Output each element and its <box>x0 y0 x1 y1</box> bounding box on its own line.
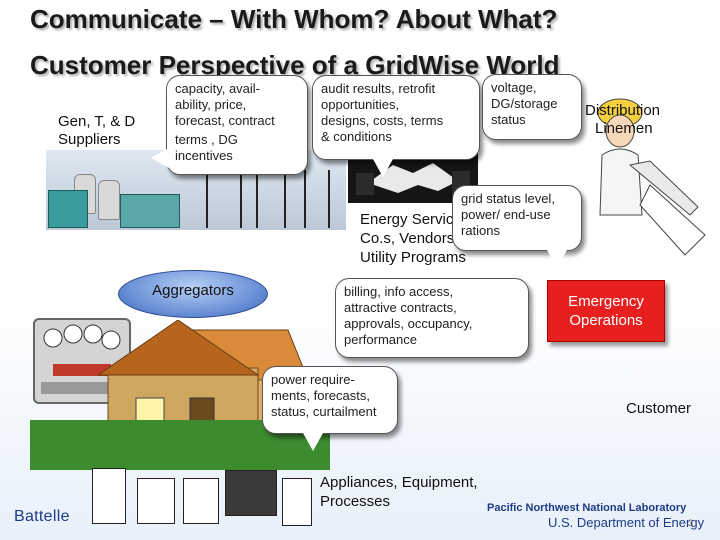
callout-line: DG/storage <box>491 96 558 111</box>
refrigerator-icon <box>92 468 126 524</box>
aggregators-callout: billing, info access, attractive contrac… <box>335 278 529 358</box>
plant-building-icon <box>120 194 180 228</box>
battelle-logo: Battelle <box>14 508 70 525</box>
cooling-tower-icon <box>98 180 120 220</box>
callout-tail <box>303 433 323 451</box>
callout-tail <box>547 250 567 268</box>
plant-building-icon <box>48 190 88 228</box>
callout-line: voltage, <box>491 80 537 95</box>
callout-line: capacity, avail- <box>175 81 261 96</box>
hvac-unit-icon <box>225 470 277 516</box>
customer-label: Customer <box>626 400 692 417</box>
callout-line: terms , DG <box>175 132 238 147</box>
emergency-label-line: Operations <box>569 312 643 329</box>
doe-logo-text: U.S. Department of Energy <box>548 515 705 530</box>
slide-title-line1: Communicate – With Whom? About What? <box>30 4 558 34</box>
energy-services-label-line: Utility Programs <box>360 249 466 266</box>
emergency-callout: grid status level, power/ end-use ration… <box>452 185 582 268</box>
linemen-label-line: Linemen <box>595 120 653 137</box>
callout-line: audit results, retrofit <box>321 81 436 96</box>
lineman-illustration <box>590 95 710 265</box>
callout-line: opportunities, <box>321 97 400 112</box>
emergency-operations-node: Emergency Operations <box>547 280 665 342</box>
appliances-label-line: Appliances, Equipment, <box>320 474 478 491</box>
suppliers-callout: capacity, avail- ability, price, forecas… <box>151 75 308 175</box>
transmission-tower-icon <box>256 166 286 228</box>
linemen-label: Distribution Linemen <box>585 102 660 138</box>
callout-line: status, curtailment <box>271 404 377 419</box>
callout-tail <box>373 159 393 177</box>
water-heater-icon <box>282 478 312 526</box>
energy-services-callout: audit results, retrofit opportunities, d… <box>312 75 480 177</box>
pnnl-logo-text: Pacific Northwest National Laboratory <box>487 502 687 514</box>
dryer-icon <box>183 478 219 524</box>
suppliers-label-line: Gen, T, & D <box>58 113 136 130</box>
emergency-label-line: Emergency <box>568 293 644 310</box>
callout-line: power/ end-use <box>461 207 551 222</box>
callout-line: power require- <box>271 372 355 387</box>
callout-line: & conditions <box>321 129 392 144</box>
callout-line: billing, info access, <box>344 284 454 299</box>
linemen-callout: voltage, DG/storage status <box>482 74 582 140</box>
energy-services-label-line: Energy Services <box>360 211 470 228</box>
page-number: 3 <box>688 518 694 528</box>
linemen-label-line: Distribution <box>585 102 661 119</box>
energy-services-label: Energy Services Co.s, Vendors, Utility P… <box>360 210 469 267</box>
washer-icon <box>137 478 175 524</box>
callout-line: performance <box>344 332 417 347</box>
callout-line: incentives <box>175 148 233 163</box>
callout-line: attractive contracts, <box>344 300 457 315</box>
callout-line: grid status level, <box>461 191 555 206</box>
suppliers-label: Gen, T, & D Suppliers <box>58 113 135 149</box>
energy-services-label-line: Co.s, Vendors, <box>360 230 459 247</box>
aggregators-node: Aggregators <box>118 270 268 318</box>
callout-line: ability, price, <box>175 97 247 112</box>
appliances-callout: power require- ments, forecasts, status,… <box>262 366 398 451</box>
appliances-label: Appliances, Equipment, Processes <box>320 473 478 511</box>
callout-line: rations <box>461 223 501 238</box>
transmission-tower-icon <box>304 170 330 228</box>
callout-line: forecast, contract <box>175 113 275 128</box>
callout-line: status <box>491 112 526 127</box>
callout-line: ments, forecasts, <box>271 388 370 403</box>
aggregators-label: Aggregators <box>152 281 234 299</box>
suppliers-label-line: Suppliers <box>58 131 121 148</box>
callout-line: designs, costs, terms <box>321 113 444 128</box>
callout-line: approvals, occupancy, <box>344 316 473 331</box>
transmission-tower-icon <box>206 160 242 228</box>
appliances-label-line: Processes <box>320 493 391 510</box>
callout-tail <box>151 148 169 168</box>
